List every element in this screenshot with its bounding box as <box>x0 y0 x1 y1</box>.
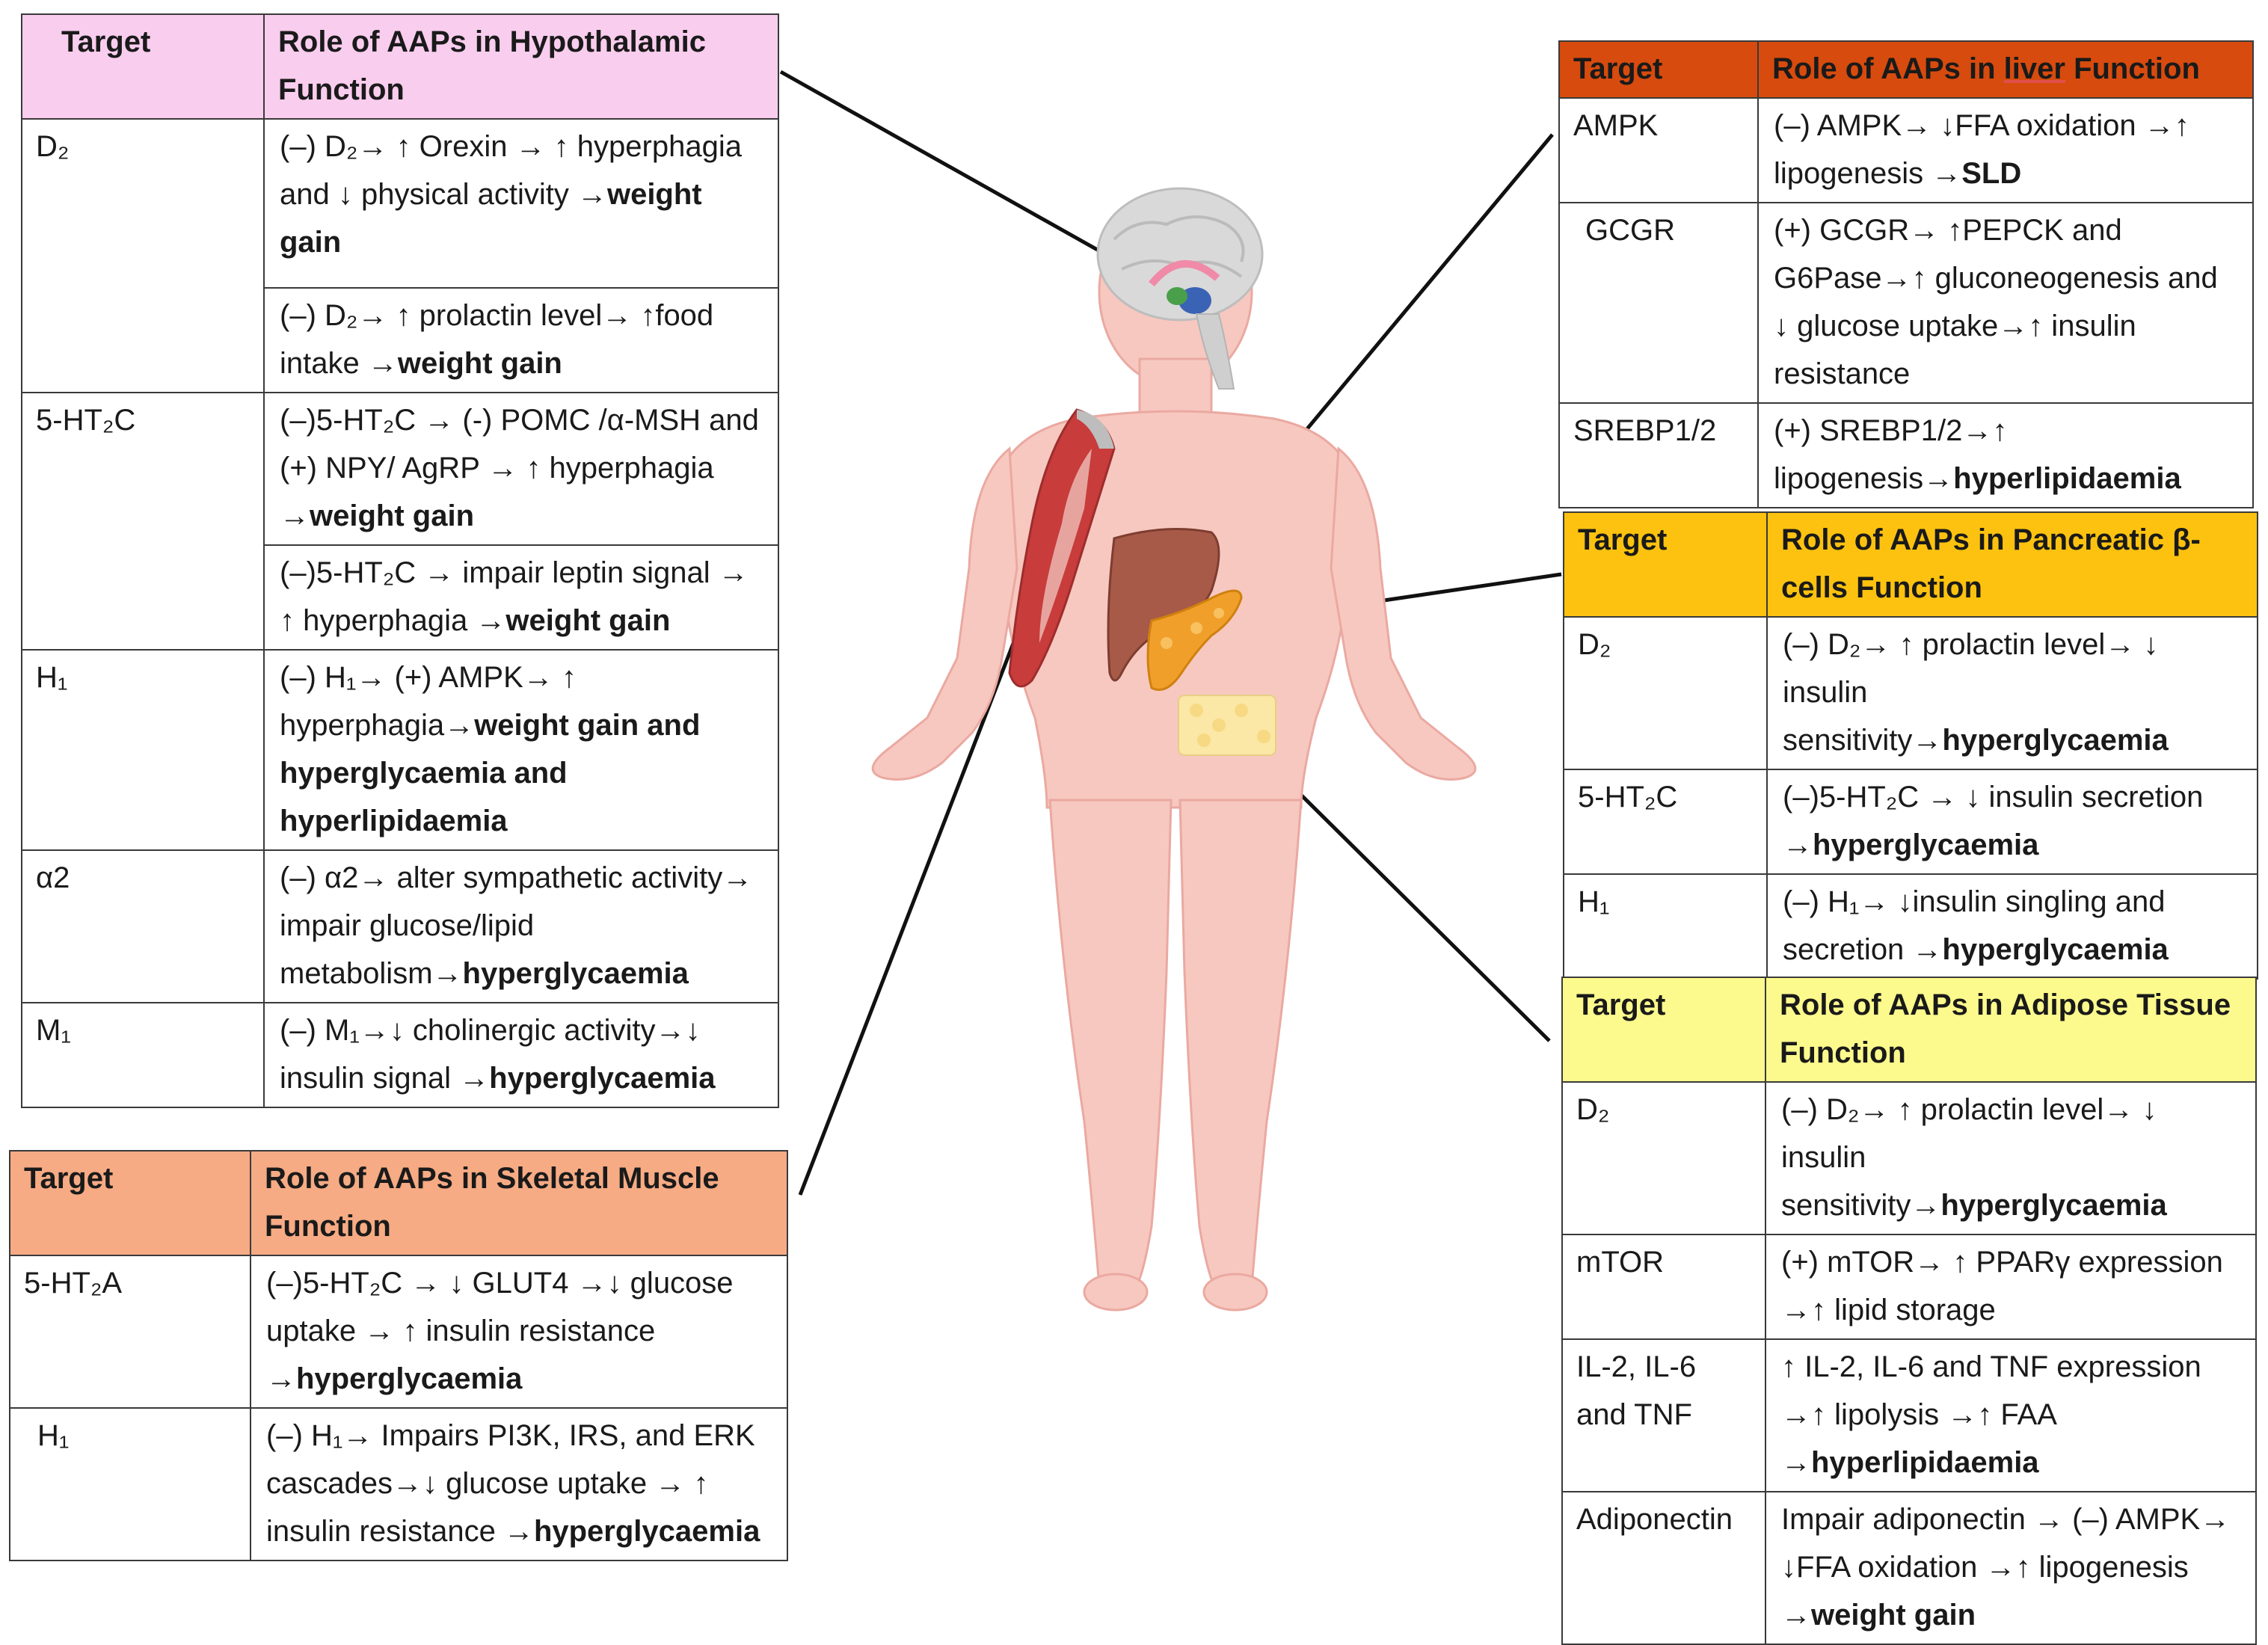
table-row: D₂ (–) D₂→ ↑ prolactin level→ ↓ insulin … <box>1563 616 2258 770</box>
connector-muscle <box>798 575 1042 1196</box>
header-role: Role of AAPs in Pancreatic β-cells Funct… <box>1766 511 2258 618</box>
target-cell: mTOR <box>1561 1234 1766 1340</box>
liver-function-table: Target Role of AAPs in liver Function AM… <box>1558 40 2254 508</box>
target-cell: SREBP1/2 <box>1558 402 1759 508</box>
target-cell: M₁ <box>21 1002 265 1108</box>
header-role: Role of AAPs in liver Function <box>1757 40 2254 99</box>
pancreas-illustration <box>1146 589 1243 691</box>
role-cell: (+) GCGR→ ↑PEPCK and G6Pase→↑ gluconeoge… <box>1757 202 2254 404</box>
table-row: M₁ (–) M₁→↓ cholinergic activity→↓ insul… <box>21 1002 779 1108</box>
table-row: α2 (–) α2→ alter sympathetic activity→ i… <box>21 849 779 1003</box>
target-cell: IL-2, IL-6 and TNF <box>1561 1338 1766 1492</box>
table-header-row: Target Role of AAPs in Skeletal Muscle F… <box>9 1150 788 1256</box>
table-row: Adiponectin Impair adiponectin → (–) AMP… <box>1561 1491 2257 1645</box>
table-row: IL-2, IL-6 and TNF ↑ IL-2, IL-6 and TNF … <box>1561 1338 2257 1492</box>
header-role: Role of AAPs in Adipose Tissue Function <box>1765 977 2257 1083</box>
header-target: Target <box>1563 511 1768 618</box>
role-cell: Impair adiponectin → (–) AMPK→ ↓FFA oxid… <box>1765 1491 2257 1645</box>
role-cell: (+) mTOR→ ↑ PPARγ expression →↑ lipid st… <box>1765 1234 2257 1340</box>
role-cell: (–) H₁→ ↓insulin singling and secretion … <box>1766 873 2258 980</box>
table-row: GCGR (+) GCGR→ ↑PEPCK and G6Pase→↑ gluco… <box>1558 202 2254 404</box>
table-row: (–) D₂→ ↑ prolactin level→ ↑food intake … <box>22 287 779 393</box>
role-cell: (–)5-HT₂C → (-) POMC /α-MSH and (+) NPY/… <box>263 392 779 546</box>
role-cell: ↑ IL-2, IL-6 and TNF expression →↑ lipol… <box>1765 1338 2257 1492</box>
target-cell: α2 <box>21 849 265 1003</box>
header-role: Role of AAPs in Hypothalamic Function <box>263 13 779 120</box>
target-cell: H₁ <box>21 649 265 851</box>
table-row: H₁ (–) H₁→ ↓insulin singling and secreti… <box>1563 873 2258 980</box>
role-cell: (–) AMPK→ ↓FFA oxidation →↑ lipogenesis … <box>1757 97 2254 203</box>
target-cell: D₂ <box>1561 1081 1766 1235</box>
role-cell: (–) α2→ alter sympathetic activity→ impa… <box>263 849 779 1003</box>
brain-illustration <box>1096 187 1264 390</box>
table-header-row: Target Role of AAPs in Pancreatic β-cell… <box>1563 511 2258 618</box>
role-cell: (–)5-HT₂C → ↓ insulin secretion →hypergl… <box>1766 769 2258 875</box>
pancreatic-beta-cell-function-table: Target Role of AAPs in Pancreatic β-cell… <box>1563 511 2258 980</box>
table-row: D₂ (–) D₂→ ↑ prolactin level→ ↓ insulin … <box>1561 1081 2257 1235</box>
target-cell: D₂ <box>1563 616 1768 770</box>
role-cell: (–) H₁→ (+) AMPK→ ↑ hyperphagia→weight g… <box>263 649 779 851</box>
target-cell: H₁ <box>9 1407 251 1561</box>
target-cell: 5-HT₂C <box>1563 769 1768 875</box>
role-cell: (–) M₁→↓ cholinergic activity→↓ insulin … <box>263 1002 779 1108</box>
table-header-row: Target Role of AAPs in liver Function <box>1558 40 2254 99</box>
skeletal-muscle-illustration <box>1008 408 1116 688</box>
role-cell: (–) D₂→ ↑ Orexin → ↑ hyperphagia and ↓ p… <box>263 118 779 289</box>
table-row: H₁ (–) H₁→ Impairs PI3K, IRS, and ERK ca… <box>9 1407 788 1561</box>
role-cell: (–) D₂→ ↑ prolactin level→ ↓ insulin sen… <box>1765 1081 2257 1235</box>
table-row: mTOR (+) mTOR→ ↑ PPARγ expression →↑ lip… <box>1561 1234 2257 1340</box>
table-row: 5-HT₂C (–)5-HT₂C → ↓ insulin secretion →… <box>1563 769 2258 875</box>
table-header-row: Target Role of AAPs in Adipose Tissue Fu… <box>1561 977 2257 1083</box>
body-silhouette <box>871 196 1477 1312</box>
target-cell: AMPK <box>1558 97 1759 203</box>
skeletal-muscle-function-table: Target Role of AAPs in Skeletal Muscle F… <box>9 1150 788 1561</box>
role-cell: (–)5-HT₂C → impair leptin signal → ↑ hyp… <box>263 544 779 651</box>
header-target: Target <box>21 13 265 120</box>
header-target: Target <box>1558 40 1759 99</box>
header-role: Role of AAPs in Skeletal Muscle Function <box>250 1150 788 1256</box>
role-cell: (–) H₁→ Impairs PI3K, IRS, and ERK casca… <box>250 1407 788 1561</box>
table-row: (–)5-HT₂C → impair leptin signal → ↑ hyp… <box>22 544 779 651</box>
role-cell: (+) SREBP1/2→↑ lipogenesis→hyperlipidaem… <box>1757 402 2254 508</box>
table-row: 5-HT₂A (–)5-HT₂C → ↓ GLUT4 →↓ glucose up… <box>9 1255 788 1409</box>
target-cell: Adiponectin <box>1561 1491 1766 1645</box>
target-cell: D₂ <box>21 118 265 393</box>
table-row: SREBP1/2 (+) SREBP1/2→↑ lipogenesis→hype… <box>1558 402 2254 508</box>
table-row: AMPK (–) AMPK→ ↓FFA oxidation →↑ lipogen… <box>1558 97 2254 203</box>
human-body-illustration <box>779 70 1562 1312</box>
table-row: 5-HT₂C (–)5-HT₂C → (-) POMC /α-MSH and (… <box>21 392 779 651</box>
header-target: Target <box>1561 977 1766 1083</box>
target-cell: GCGR <box>1558 202 1759 404</box>
adipose-tissue-function-table: Target Role of AAPs in Adipose Tissue Fu… <box>1561 977 2257 1645</box>
table-header-row: Target Role of AAPs in Hypothalamic Func… <box>21 13 779 120</box>
header-target: Target <box>9 1150 251 1256</box>
target-cell: H₁ <box>1563 873 1768 980</box>
table-row: D₂ (–) D₂→ ↑ Orexin → ↑ hyperphagia and … <box>21 118 779 393</box>
hypothalamic-function-table: Target Role of AAPs in Hypothalamic Func… <box>21 13 779 1108</box>
role-cell: (–) D₂→ ↑ prolactin level→ ↓ insulin sen… <box>1766 616 2258 770</box>
adipose-tissue-illustration <box>1178 695 1276 756</box>
role-cell: (–) D₂→ ↑ prolactin level→ ↑food intake … <box>263 287 779 393</box>
table-row: H₁ (–) H₁→ (+) AMPK→ ↑ hyperphagia→weigh… <box>21 649 779 851</box>
role-cell: (–)5-HT₂C → ↓ GLUT4 →↓ glucose uptake → … <box>250 1255 788 1409</box>
target-cell: 5-HT₂A <box>9 1255 251 1409</box>
target-cell: 5-HT₂C <box>21 392 265 651</box>
